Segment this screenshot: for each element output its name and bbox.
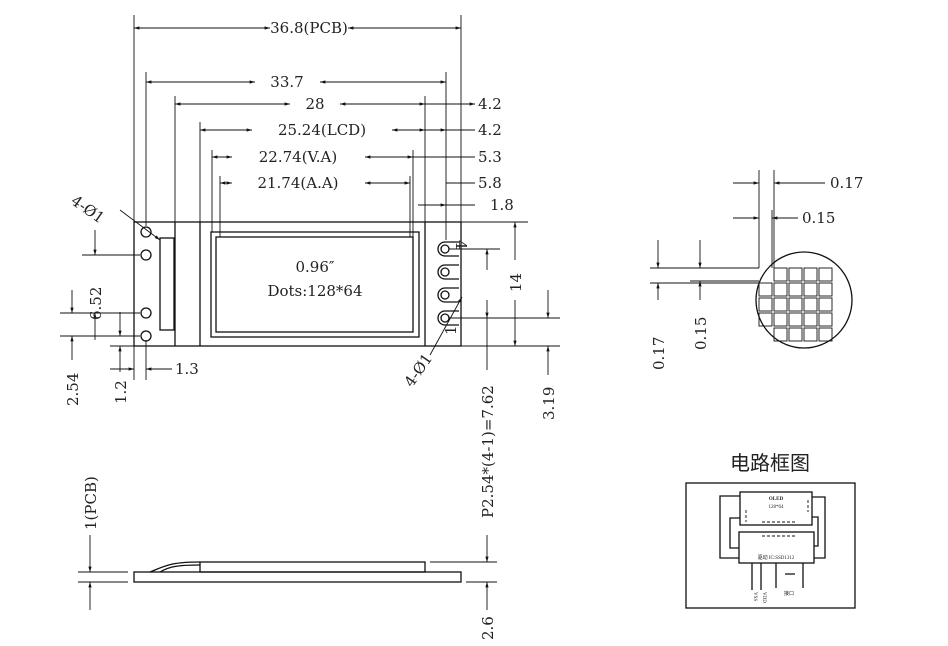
active-area xyxy=(215,236,414,333)
pin-4-label: 4 xyxy=(452,240,470,250)
pixel-cell xyxy=(758,282,773,297)
pixel-cell xyxy=(818,282,833,297)
pixel-cell xyxy=(788,282,803,297)
pixel-cell xyxy=(803,297,818,312)
dim-va: 22.74(V.A) xyxy=(259,148,337,166)
dim-6-52: 6.52 xyxy=(87,287,105,320)
dim-right-4-2b: 4.2 xyxy=(478,121,502,139)
dim-pcb-thickness: 1(PCB) xyxy=(82,476,100,530)
pixel-cell xyxy=(758,297,773,312)
pixel-cell xyxy=(803,312,818,327)
pixel-cell xyxy=(818,327,833,342)
dim-right-4-2a: 4.2 xyxy=(478,95,502,113)
pcb-outline xyxy=(133,221,462,347)
pixel-cell xyxy=(818,267,833,282)
oled-label: OLED xyxy=(769,497,784,502)
lcd-outline xyxy=(210,231,420,338)
pin-1-label: 1 xyxy=(442,325,460,335)
dim-pixel-pitch-h: 0.17 xyxy=(830,174,863,192)
pin-header-holes xyxy=(437,241,459,326)
pixel-cell xyxy=(773,327,788,342)
dim-pixel-pitch-v: 0.17 xyxy=(650,337,668,370)
pixel-cell xyxy=(818,312,833,327)
display-dots-label: Dots:128*64 xyxy=(267,282,362,300)
dim-lcd: 25.24(LCD) xyxy=(278,121,366,139)
pin-vss: VSS xyxy=(752,592,757,601)
driver-ic-label: 驱动 IC:SSD1312 xyxy=(758,554,795,561)
interface-label: 接口 xyxy=(784,590,794,597)
pixel-grid xyxy=(758,267,833,342)
oled-resolution: 128*64 xyxy=(769,505,785,510)
pixel-cell xyxy=(803,282,818,297)
dim-total-thickness: 2.6 xyxy=(479,616,497,640)
dim-3-19: 3.19 xyxy=(540,387,558,420)
pixel-cell xyxy=(803,267,818,282)
dim-1-2: 1.2 xyxy=(112,380,130,404)
fpc-connector xyxy=(159,237,175,331)
pixel-cell xyxy=(773,297,788,312)
dim-2-54: 2.54 xyxy=(64,373,82,406)
pixel-cell xyxy=(758,312,773,327)
oled-block xyxy=(739,491,813,526)
left-mounting-holes xyxy=(140,226,152,342)
side-lcd xyxy=(199,561,426,573)
dim-right-5-8: 5.8 xyxy=(478,174,502,192)
pin-vdd: VDD xyxy=(761,592,766,603)
top-view: 0.96″ Dots:128*64 4 1 36.8(PCB) 33.7 28 … xyxy=(60,15,560,518)
pixel-cell xyxy=(773,267,788,282)
pixel-cell xyxy=(773,312,788,327)
pixel-cell xyxy=(803,327,818,342)
pixel-cell xyxy=(818,297,833,312)
display-size-label: 0.96″ xyxy=(295,258,334,276)
pixel-cell xyxy=(788,267,803,282)
dim-right-1-8: 1.8 xyxy=(490,196,514,214)
hole-callout-right: 4-Ø1 xyxy=(401,350,437,390)
dim-28: 28 xyxy=(305,95,324,113)
side-view: 1(PCB) 2.6 xyxy=(78,476,497,640)
pixel-cell xyxy=(788,312,803,327)
pixel-detail: 0.17 0.15 0.15 0.17 xyxy=(650,170,863,370)
dim-hole-pitch: 33.7 xyxy=(270,73,303,91)
dim-14: 14 xyxy=(507,273,525,292)
block-diagram: 电路框图 OLED 128*64 驱动 IC:SSD1312 VSS VDD 接… xyxy=(685,451,856,609)
side-pcb xyxy=(133,571,462,583)
dim-pixel-size-v: 0.15 xyxy=(692,317,710,350)
pixel-cell xyxy=(788,297,803,312)
block-diagram-title: 电路框图 xyxy=(730,451,810,475)
dim-right-5-3: 5.3 xyxy=(478,148,502,166)
hole-callout-left: 4-Ø1 xyxy=(68,192,108,228)
dim-1-3: 1.3 xyxy=(175,360,199,378)
dim-pixel-size-h: 0.15 xyxy=(802,209,835,227)
pixel-cell xyxy=(773,282,788,297)
dim-pin-pitch: P2.54*(4-1)=7.62 xyxy=(479,385,497,518)
dim-pcb-width: 36.8(PCB) xyxy=(270,19,348,37)
dim-aa: 21.74(A.A) xyxy=(257,174,338,192)
pixel-cell xyxy=(788,327,803,342)
